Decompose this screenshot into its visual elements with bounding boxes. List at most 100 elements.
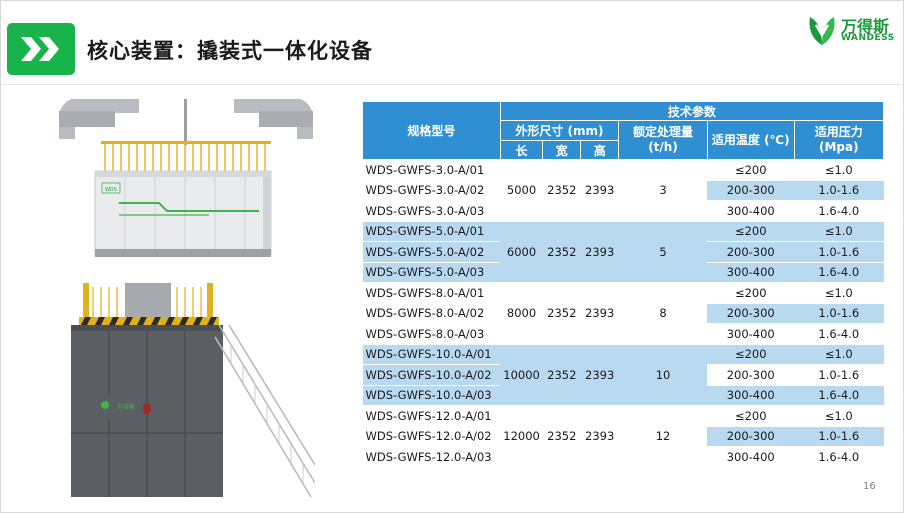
temp-cell: 200-300 [707, 303, 795, 324]
width-cell: 2352 [542, 221, 581, 283]
model-cell: WDS-GWFS-12.0-A/01 [362, 405, 501, 427]
pressure-cell: 1.6-4.0 [794, 262, 884, 283]
height-cell: 2393 [580, 221, 619, 283]
pressure-cell: 1.0-1.6 [794, 364, 884, 386]
temp-cell: 200-300 [707, 426, 795, 447]
pressure-cell: ≤1.0 [794, 221, 884, 242]
model-cell: WDS-GWFS-12.0-A/02 [362, 426, 501, 447]
table-row: WDS-GWFS-12.0-A/02 200-300 1.0-1.6 [362, 426, 884, 447]
model-cell: WDS-GWFS-5.0-A/02 [362, 241, 501, 263]
pressure-cell: 1.6-4.0 [794, 200, 884, 222]
table-row: WDS-GWFS-10.0-A/03 300-400 1.6-4.0 [362, 385, 884, 406]
table-row: WDS-GWFS-8.0-A/01 8000 2352 2393 8 ≤200 … [362, 282, 884, 345]
temp-cell: ≤200 [707, 344, 795, 365]
header-temperature: 适用温度 (℃) [706, 120, 795, 160]
model-cell: WDS-GWFS-3.0-A/03 [362, 200, 501, 222]
temp-cell: 200-300 [707, 180, 795, 201]
header-capacity: 额定处理量 (t/h) [618, 120, 708, 160]
unit-label-bottom: 万得斯 [117, 403, 135, 411]
table-row: WDS-GWFS-12.0-A/03 300-400 1.6-4.0 [362, 446, 884, 468]
height-cell: 2393 [580, 159, 619, 222]
model-cell: WDS-GWFS-10.0-A/02 [362, 364, 501, 386]
pressure-cell: 1.0-1.6 [794, 303, 884, 324]
length-cell: 6000 [500, 221, 543, 283]
leaf-logo-icon [809, 17, 835, 45]
double-chevron-icon [21, 37, 59, 61]
header-model: 规格型号 [362, 101, 501, 160]
pressure-cell: 1.6-4.0 [794, 385, 884, 406]
page-number: 16 [863, 481, 876, 492]
table-row: WDS-GWFS-3.0-A/01 5000 2352 2393 3 ≤200 … [362, 159, 884, 222]
model-cell: WDS-GWFS-8.0-A/03 [362, 323, 501, 345]
capacity-cell: 5 [618, 221, 708, 283]
spec-table: 规格型号 技术参数 外形尺寸 (mm) 额定处理量 (t/h) 适用温度 (℃)… [362, 101, 885, 468]
temp-cell: 200-300 [707, 364, 795, 386]
model-cell: WDS-GWFS-10.0-A/03 [362, 385, 501, 406]
header-tech-params: 技术参数 [499, 101, 885, 121]
header-pressure: 适用压力 (Mpa) [793, 120, 885, 160]
temp-cell: 300-400 [707, 323, 795, 345]
table-row: WDS-GWFS-3.0-A/03 300-400 1.6-4.0 [362, 200, 884, 222]
model-cell: WDS-GWFS-5.0-A/03 [362, 262, 501, 283]
table-row: WDS-GWFS-5.0-A/02 200-300 1.0-1.6 [362, 241, 884, 263]
model-cell: WDS-GWFS-3.0-A/01 [362, 159, 501, 181]
equipment-photo-top: WDS [59, 99, 313, 262]
pressure-cell: 1.0-1.6 [794, 180, 884, 201]
temp-cell: 300-400 [707, 446, 795, 468]
table-row: WDS-GWFS-5.0-A/03 300-400 1.6-4.0 [362, 262, 884, 283]
model-cell: WDS-GWFS-12.0-A/03 [362, 446, 501, 468]
width-cell: 2352 [542, 282, 581, 345]
chevron-badge [7, 23, 75, 75]
table-row: WDS-GWFS-8.0-A/02 200-300 1.0-1.6 [362, 303, 884, 324]
model-cell: WDS-GWFS-5.0-A/01 [362, 221, 501, 242]
pressure-cell: 1.6-4.0 [794, 323, 884, 345]
table-row: WDS-GWFS-5.0-A/01 6000 2352 2393 5 ≤200 … [362, 221, 884, 283]
slide-title: 核心装置：撬装式一体化设备 [87, 39, 373, 63]
length-cell: 10000 [500, 344, 543, 406]
temp-cell: 300-400 [707, 262, 795, 283]
temp-cell: ≤200 [707, 159, 795, 181]
unit-label-top: WDS [105, 187, 117, 193]
width-cell: 2352 [542, 344, 581, 406]
model-cell: WDS-GWFS-8.0-A/02 [362, 303, 501, 324]
capacity-cell: 12 [618, 405, 708, 468]
height-cell: 2393 [580, 282, 619, 345]
logo-english-text: WANDESS [841, 33, 895, 43]
table-row: WDS-GWFS-12.0-A/01 12000 2352 2393 12 ≤2… [362, 405, 884, 468]
length-cell: 12000 [500, 405, 543, 468]
model-cell: WDS-GWFS-8.0-A/01 [362, 282, 501, 304]
temp-cell: 300-400 [707, 200, 795, 222]
pressure-cell: ≤1.0 [794, 405, 884, 427]
logo-chinese-text: 万得斯 [841, 17, 890, 36]
table-row: WDS-GWFS-8.0-A/03 300-400 1.6-4.0 [362, 323, 884, 345]
pressure-cell: 1.6-4.0 [794, 446, 884, 468]
table-row: WDS-GWFS-3.0-A/02 200-300 1.0-1.6 [362, 180, 884, 201]
company-logo: 万得斯 WANDESS [807, 13, 897, 49]
header-divider [1, 84, 904, 85]
pressure-cell: 1.0-1.6 [794, 241, 884, 263]
capacity-cell: 10 [618, 344, 708, 406]
model-cell: WDS-GWFS-10.0-A/01 [362, 344, 501, 365]
pressure-cell: 1.0-1.6 [794, 426, 884, 447]
temp-cell: ≤200 [707, 405, 795, 427]
length-cell: 5000 [500, 159, 543, 222]
capacity-cell: 8 [618, 282, 708, 345]
height-cell: 2393 [580, 405, 619, 468]
header-width: 宽 [542, 140, 582, 160]
pressure-cell: ≤1.0 [794, 282, 884, 304]
equipment-photo-bottom: 万得斯 [59, 283, 315, 498]
width-cell: 2352 [542, 405, 581, 468]
capacity-cell: 3 [618, 159, 708, 222]
pressure-cell: ≤1.0 [794, 344, 884, 365]
length-cell: 8000 [500, 282, 543, 345]
temp-cell: ≤200 [707, 221, 795, 242]
temp-cell: 300-400 [707, 385, 795, 406]
width-cell: 2352 [542, 159, 581, 222]
pressure-cell: ≤1.0 [794, 159, 884, 181]
header-dimensions: 外形尺寸 (mm) [499, 120, 620, 141]
header-height: 高 [580, 140, 620, 160]
model-cell: WDS-GWFS-3.0-A/02 [362, 180, 501, 201]
table-row: WDS-GWFS-10.0-A/01 10000 2352 2393 10 ≤2… [362, 344, 884, 406]
header-length: 长 [499, 140, 544, 160]
